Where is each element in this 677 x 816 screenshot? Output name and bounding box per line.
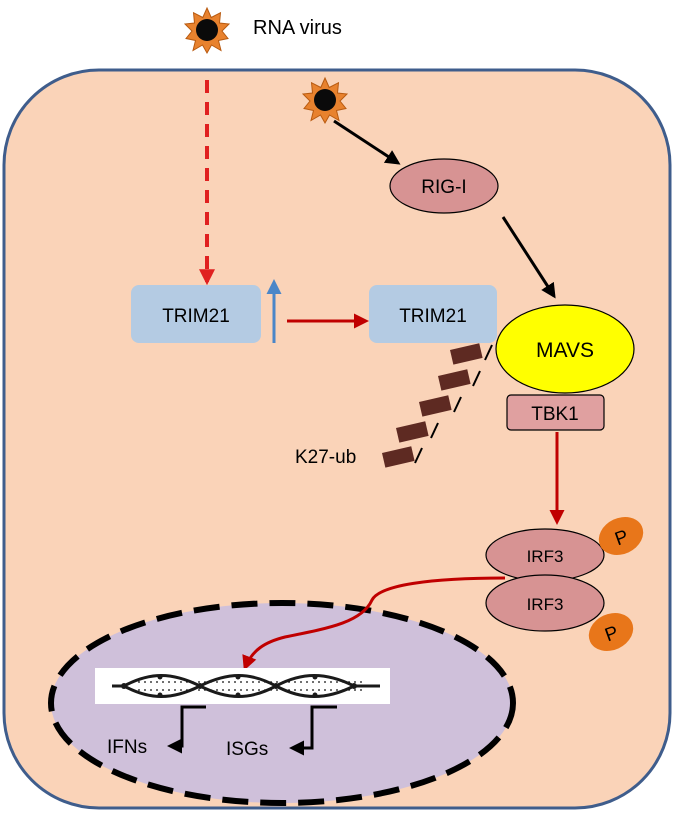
irf3-top-label: IRF3 [527, 547, 564, 566]
tbk1-label: TBK1 [531, 404, 579, 425]
irf3-to-nucleus-arrow [242, 576, 506, 671]
dna-icon [112, 674, 380, 698]
virus-icon [184, 7, 230, 54]
tbk1-node [506, 394, 605, 431]
ubiquitin-unit [450, 343, 483, 365]
trim21-right-label: TRIM21 [399, 306, 467, 327]
trim21-right-node [369, 285, 497, 343]
mavs-label: MAVS [536, 339, 594, 362]
rig-i-to-mavs-arrow [501, 216, 556, 299]
dna-panel [95, 668, 390, 704]
ubiquitin-unit [419, 395, 452, 417]
rig-i-node [389, 158, 499, 214]
k27-ubiquitin-chain [382, 343, 493, 468]
k27-ub-label: K27-ub [295, 447, 356, 468]
trim21-left-node [131, 285, 261, 343]
isgs-promoter-arrow [289, 705, 337, 756]
virus-label: RNA virus [253, 17, 342, 39]
mavs-node [495, 304, 635, 394]
ubiquitin-linker [484, 344, 493, 361]
phospho-bottom-badge [588, 613, 634, 651]
trim21-left-label: TRIM21 [162, 306, 230, 327]
ubiquitin-unit [382, 446, 415, 468]
phospho-top-badge [598, 517, 644, 555]
ubiquitin-linker [453, 396, 462, 413]
irf3-bottom-label: IRF3 [527, 595, 564, 614]
rig-i-label: RIG-I [421, 177, 466, 198]
irf3-bottom-node [485, 574, 605, 632]
ubiquitin-linker [430, 422, 439, 439]
ubiquitin-linker [472, 370, 481, 387]
ifns-promoter-arrow [167, 705, 206, 754]
isgs-label: ISGs [226, 739, 268, 760]
virus-to-rig-i-arrow [333, 119, 401, 165]
ubiquitin-unit [396, 421, 429, 443]
ifns-label: IFNs [107, 737, 147, 758]
ubiquitin-linker [414, 447, 423, 464]
ubiquitin-unit [438, 369, 471, 391]
